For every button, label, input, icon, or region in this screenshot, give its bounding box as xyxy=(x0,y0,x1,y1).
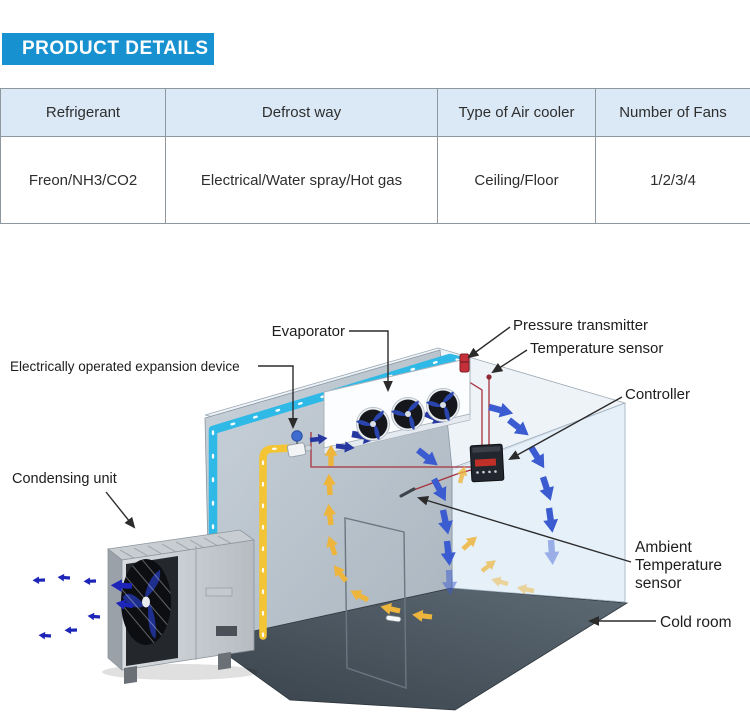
spec-table: Refrigerant Defrost way Type of Air cool… xyxy=(0,88,750,224)
col-header-air-cooler-type: Type of Air cooler xyxy=(437,88,596,137)
cell-defrost-way: Electrical/Water spray/Hot gas xyxy=(165,136,438,224)
room-floor xyxy=(207,587,629,711)
page-title: PRODUCT DETAILS xyxy=(22,38,209,59)
cell-refrigerant: Freon/NH3/CO2 xyxy=(0,136,166,224)
evaporator-fan-2 xyxy=(390,397,425,431)
ambient-sensor-label-line2: Temperature xyxy=(635,557,722,574)
expansion-device-label: Electrically operated expansion device xyxy=(10,359,240,374)
table-row: Freon/NH3/CO2 Electrical/Water spray/Hot… xyxy=(0,136,750,224)
cell-air-cooler-type: Ceiling/Floor xyxy=(437,136,596,224)
condenser-fan xyxy=(121,559,171,645)
col-header-number-of-fans: Number of Fans xyxy=(595,88,750,137)
temperature-sensor-device xyxy=(486,374,492,380)
control-wires xyxy=(310,372,490,493)
diagram-labels: Evaporator Pressure transmitter Temperat… xyxy=(10,317,732,631)
evaporator-leader xyxy=(349,330,393,393)
ambient-sensor-label-line3: sensor xyxy=(635,575,682,592)
pressure-transmitter-device xyxy=(459,353,470,373)
cell-number-of-fans: 1/2/3/4 xyxy=(595,136,750,224)
table-header-row: Refrigerant Defrost way Type of Air cool… xyxy=(0,88,750,137)
product-spec-table: Refrigerant Defrost way Type of Air cool… xyxy=(0,88,750,224)
ambient-sensor-label-line1: Ambient xyxy=(635,539,693,556)
product-details-banner: PRODUCT DETAILS xyxy=(2,33,214,65)
evaporator-fan-1 xyxy=(355,407,390,441)
cold-room-label: Cold room xyxy=(660,614,732,631)
condensing-unit-leader xyxy=(105,491,136,529)
condensing-unit-label: Condensing unit xyxy=(12,471,117,487)
controller-leader xyxy=(508,396,623,461)
door-handle xyxy=(385,614,402,623)
col-header-defrost-way: Defrost way xyxy=(165,88,438,137)
temperature-sensor-label: Temperature sensor xyxy=(530,340,663,357)
controller-label: Controller xyxy=(625,386,690,403)
liquid-pipe-yellow xyxy=(259,444,296,640)
evaporator-fan-3 xyxy=(425,388,460,422)
ambient-temperature-sensor-device xyxy=(399,487,416,498)
pressure-transmitter-leader xyxy=(467,326,511,359)
leader-lines xyxy=(105,326,656,626)
ambient-sensor-leader xyxy=(416,495,632,563)
cold-room-diagram: Evaporator Pressure transmitter Temperat… xyxy=(0,220,750,720)
evaporator-label: Evaporator xyxy=(272,323,345,340)
expansion-valve xyxy=(286,430,356,458)
pressure-transmitter-label: Pressure transmitter xyxy=(513,317,648,334)
condensing-unit xyxy=(102,529,258,684)
evaporator-unit xyxy=(323,357,471,455)
temperature-sensor-leader xyxy=(491,349,528,374)
controller-device xyxy=(469,443,505,483)
col-header-refrigerant: Refrigerant xyxy=(0,88,166,137)
expansion-device-leader xyxy=(258,365,298,430)
room-door xyxy=(344,517,407,689)
